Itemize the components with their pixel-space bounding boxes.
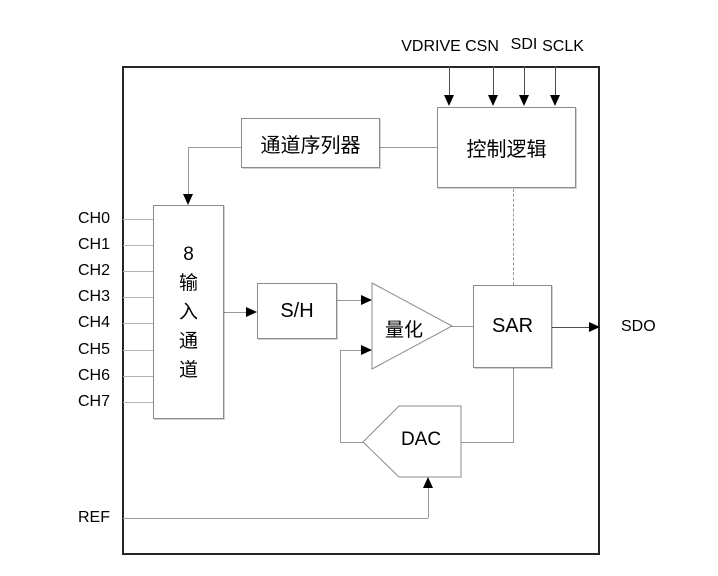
pin-label-ref: REF: [78, 509, 110, 526]
wire-csn: [493, 66, 494, 95]
wire-ch1: [123, 245, 153, 246]
pin-label-sclk: SCLK: [542, 38, 584, 55]
sar-block: SAR: [473, 285, 552, 368]
wire-sequencer-control: [380, 147, 437, 148]
arrowhead-right-icon: [361, 345, 372, 355]
pin-label-ch2: CH2: [78, 262, 111, 279]
pin-label-ch5: CH5: [78, 341, 111, 358]
control-logic-label: 控制逻辑: [466, 139, 547, 161]
arrowhead-down-icon: [488, 95, 498, 106]
arrowhead-down-icon: [444, 95, 454, 106]
wire-sar-dac-v: [513, 368, 514, 443]
dac-label: DAC: [400, 429, 442, 450]
chip-boundary: [122, 66, 600, 555]
pin-label-ch7: CH7: [78, 393, 111, 410]
control-logic-block: 控制逻辑: [437, 107, 576, 188]
wire-dac-feedback-h1: [340, 442, 363, 443]
pin-label-ch0: CH0: [78, 210, 111, 227]
pin-label-sdo: SDO: [621, 318, 656, 335]
wire-sclk: [555, 66, 556, 95]
arrowhead-down-icon: [550, 95, 560, 106]
wire-ch2: [123, 271, 153, 272]
input-channels-label-wrap: 8输入通道: [153, 205, 224, 419]
wire-mux-sh: [224, 312, 247, 313]
pin-label-vdrive: VDRIVE: [401, 38, 461, 55]
input-channels-block: [153, 205, 224, 419]
quantizer-comparator-shape: [371, 282, 454, 370]
wire-vdrive: [449, 66, 450, 95]
wire-ch5: [123, 350, 153, 351]
wire-ch3: [123, 297, 153, 298]
pin-label-sdi: SDI: [510, 36, 538, 53]
arrowhead-up-icon: [423, 477, 433, 488]
wire-sequencer-mux-v: [188, 147, 189, 194]
wire-ref-v: [428, 488, 429, 518]
wire-sar-dac-h: [461, 442, 514, 443]
pin-label-ch4: CH4: [78, 314, 111, 331]
wire-dac-feedback-h2: [340, 350, 362, 351]
pin-label-ch1: CH1: [78, 236, 111, 253]
arrowhead-right-icon: [246, 307, 257, 317]
wire-sar-sdo: [552, 327, 590, 328]
wire-dac-feedback-v: [340, 350, 341, 442]
wire-sh-quantizer: [337, 300, 362, 301]
quantizer-label: 量化: [384, 320, 423, 341]
input-channels-label: 8输入通道: [178, 243, 198, 381]
channel-sequencer-block: 通道序列器: [241, 118, 380, 168]
wire-ch7: [123, 402, 153, 403]
wire-sequencer-mux-h: [188, 147, 241, 148]
pin-label-ch6: CH6: [78, 367, 111, 384]
sar-label: SAR: [491, 315, 534, 337]
arrowhead-right-icon: [361, 295, 372, 305]
pin-label-ch3: CH3: [78, 288, 111, 305]
arrowhead-down-icon: [183, 194, 193, 205]
sample-hold-block: S/H: [257, 283, 337, 339]
wire-ch4: [123, 323, 153, 324]
wire-ch0: [123, 219, 153, 220]
arrowhead-right-icon: [589, 322, 600, 332]
wire-sdi: [524, 66, 525, 95]
wire-control-sar-dashed: [513, 189, 514, 285]
arrowhead-down-icon: [519, 95, 529, 106]
pin-label-csn: CSN: [465, 38, 499, 55]
sample-hold-label: S/H: [280, 299, 314, 322]
wire-ch6: [123, 376, 153, 377]
channel-sequencer-label: 通道序列器: [260, 134, 361, 157]
wire-quantizer-sar: [451, 326, 473, 327]
wire-ref-h: [123, 518, 428, 519]
